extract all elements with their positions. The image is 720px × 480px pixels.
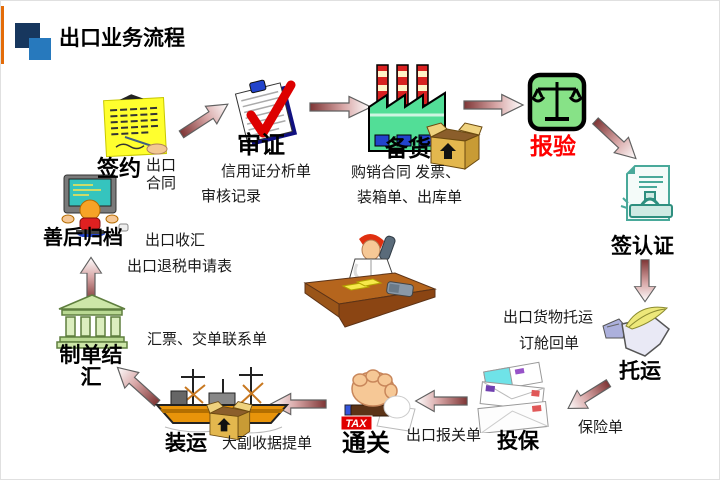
fist-stamp-icon: TAX <box>337 365 421 433</box>
step-label-certify: 签认证 <box>611 235 674 258</box>
tax-stamp-text: TAX <box>345 418 367 430</box>
computer-user-icon <box>51 173 131 237</box>
stamped-document-icon <box>617 164 681 228</box>
arrow-consign-to-insure <box>560 373 615 420</box>
doc-note-ship: 大副收据提单 <box>222 435 313 452</box>
step-label-settle: 制单结汇 <box>59 344 123 390</box>
quill-parcel-icon <box>599 302 675 360</box>
doc-note-prepare-2: 装箱单、出库单 <box>357 189 463 206</box>
step-label-prepare: 备货 <box>385 135 431 161</box>
doc-note-archive-2: 出口退税申请表 <box>127 258 233 275</box>
bank-icon <box>55 294 129 350</box>
doc-note-consign-1: 出口货物托运 <box>503 309 594 326</box>
doc-note-line: 出口 <box>146 157 177 174</box>
step-label-customs: 通关 <box>342 430 390 457</box>
arrow-sign-to-review <box>174 93 236 145</box>
step-label-review: 审证 <box>237 132 285 159</box>
phone-desk-icon <box>297 231 445 333</box>
step-label-archive: 善后归档 <box>43 227 123 249</box>
clipboard-check-icon <box>227 79 307 149</box>
step-label-sign: 签约 <box>97 156 142 181</box>
doc-note-insure: 保险单 <box>578 419 624 436</box>
contract-signing-icon <box>97 91 181 165</box>
arrow-inspect-to-certify <box>587 111 646 168</box>
arrow-customs-to-ship <box>269 392 327 416</box>
doc-note-settle: 汇票、交单联系单 <box>147 331 268 348</box>
carton-box-icon <box>203 395 255 443</box>
doc-note-review-1: 信用证分析单 <box>221 163 312 180</box>
arrow-certify-to-consign <box>633 259 657 303</box>
doc-note-prepare-1: 购销合同 发票、 <box>351 164 461 181</box>
logo-square-light <box>29 38 51 60</box>
envelopes-icon <box>475 359 553 433</box>
arrow-review-to-prepare <box>309 95 373 119</box>
doc-note-archive-1: 出口收汇 <box>145 232 206 249</box>
step-label-consign: 托运 <box>619 360 661 383</box>
carton-box-icon <box>425 115 483 173</box>
accent-bar <box>1 6 4 64</box>
arrow-ship-to-settle <box>108 357 166 412</box>
doc-note-line: 合同 <box>146 175 177 192</box>
arrow-insure-to-customs <box>414 389 468 413</box>
step-label-inspect: 报验 <box>530 133 576 159</box>
doc-note-consign-2: 订舱回单 <box>519 335 580 352</box>
scales-icon <box>527 72 587 132</box>
arrow-prepare-to-inspect <box>463 93 525 117</box>
doc-note-sign: 出口 合同 <box>146 157 176 193</box>
page-title: 出口业务流程 <box>59 27 185 50</box>
doc-note-customs: 出口报关单 <box>406 427 482 444</box>
factory-icon <box>361 63 453 155</box>
step-label-insure: 投保 <box>497 430 539 453</box>
step-label-ship: 装运 <box>165 432 207 455</box>
doc-note-review-2: 审核记录 <box>201 188 262 205</box>
